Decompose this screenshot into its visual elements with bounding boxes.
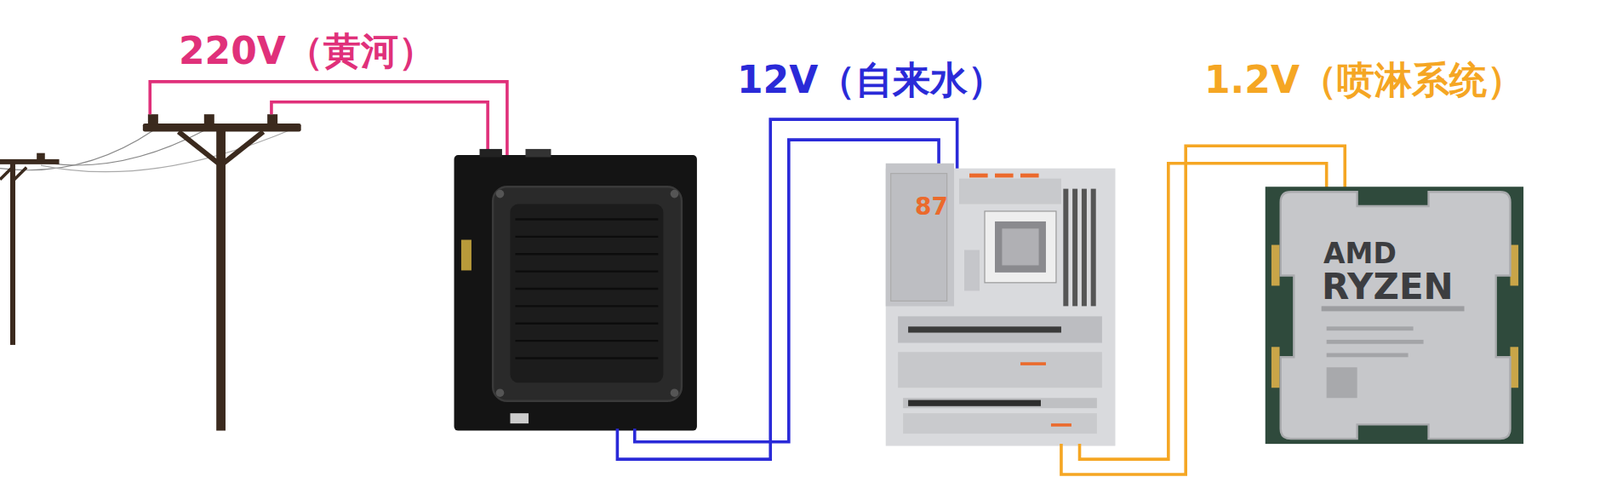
board-number: 87 [914,194,949,221]
voltage-label: 12V（自来水） [737,59,1006,101]
voltage-label: 1.2V（喷淋系统） [1204,59,1525,101]
voltage-label: 220V（黄河） [178,30,436,72]
brand-text: AMD [1323,238,1397,269]
brand-text: RYZEN [1321,267,1454,307]
